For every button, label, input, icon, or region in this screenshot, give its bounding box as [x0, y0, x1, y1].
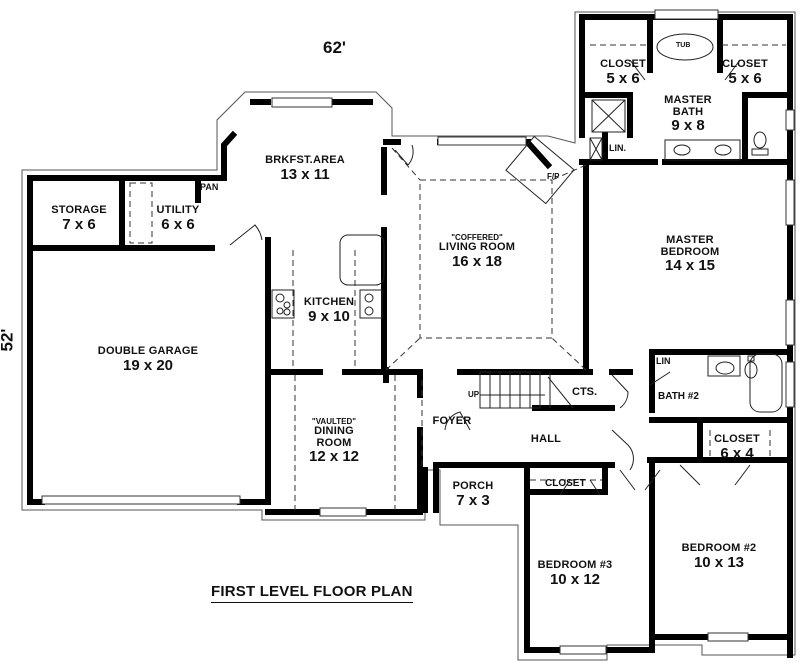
room-bedroom3: BEDROOM #3 10 x 12 [537, 559, 613, 588]
room-name: BRKFST.AREA [265, 154, 345, 166]
room-closet-master-right: CLOSET 5 x 6 [722, 58, 768, 87]
tub-label: TUB [676, 42, 691, 49]
room-dining-room: "VAULTED" DINING ROOM 12 x 12 [308, 417, 360, 466]
room-porch: PORCH 7 x 3 [452, 480, 494, 509]
room-name: MASTER [664, 94, 712, 106]
tub-fixture [656, 33, 714, 61]
room-kitchen: KITCHEN 9 x 10 [303, 296, 355, 325]
room-name: LIVING ROOM [438, 241, 516, 254]
room-note: "VAULTED" [311, 417, 357, 426]
room-master-bedroom: MASTER BEDROOM 14 x 15 [660, 234, 720, 275]
room-name: BEDROOM #2 [681, 542, 757, 554]
room-dim: 12 x 12 [308, 448, 360, 466]
fireplace-label: F/P [547, 172, 560, 181]
room-dim: 10 x 12 [549, 570, 601, 588]
room-name: CLOSET [714, 433, 760, 445]
overall-depth-label: 52' [0, 328, 17, 352]
room-closet-bed2: CLOSET 6 x 4 [714, 433, 760, 462]
room-name: MASTER [666, 234, 714, 246]
room-cts: CTS. [572, 386, 598, 398]
room-name: DINING [314, 425, 354, 438]
stairs [479, 371, 574, 409]
room-dim: 5 x 6 [728, 69, 762, 87]
room-dim: 5 x 6 [606, 69, 640, 87]
room-dim: 7 x 3 [456, 491, 490, 509]
room-name: CLOSET [600, 58, 646, 70]
room-dim: 7 x 6 [62, 215, 96, 233]
room-dim: 16 x 18 [451, 252, 503, 270]
stairs-up-label: UP [468, 390, 480, 399]
dashed-features [129, 44, 786, 510]
room-utility: UTILITY 6 x 6 [156, 204, 200, 233]
room-name: UTILITY [156, 204, 200, 216]
room-name: CLOSET [722, 58, 768, 70]
room-name: ROOM [316, 436, 352, 449]
room-closet-bed3: CLOSET [545, 478, 586, 489]
room-pantry: PAN [200, 182, 219, 192]
room-note: "COFFERED" [451, 233, 503, 242]
room-bedroom2: BEDROOM #2 10 x 13 [681, 542, 757, 571]
plan-title: FIRST LEVEL FLOOR PLAN [211, 583, 413, 603]
room-linen-master: LIN. [609, 143, 626, 153]
room-storage: STORAGE 7 x 6 [51, 204, 107, 233]
room-foyer: FOYER [432, 415, 472, 428]
room-dim: 9 x 10 [308, 307, 350, 325]
room-name: BEDROOM #3 [537, 559, 613, 571]
room-dim: 6 x 4 [720, 444, 754, 462]
room-name: BEDROOM [660, 245, 720, 258]
room-name: HALL [530, 433, 562, 445]
room-name: BATH [672, 105, 704, 118]
room-dim: 6 x 6 [161, 215, 195, 233]
room-name: PORCH [452, 480, 494, 492]
room-bath2: BATH #2 [658, 391, 699, 402]
room-dim: 9 x 8 [671, 117, 705, 135]
room-dim: 19 x 20 [122, 356, 174, 374]
room-name: DOUBLE GARAGE [97, 345, 199, 357]
fixtures [271, 33, 783, 413]
room-dim: 10 x 13 [693, 553, 745, 571]
room-name: KITCHEN [303, 296, 355, 308]
room-linen-bath2: LIN [656, 356, 671, 366]
room-name: FOYER [432, 415, 472, 427]
windows [41, 9, 795, 655]
room-dim: 14 x 15 [664, 257, 716, 275]
room-double-garage: DOUBLE GARAGE 19 x 20 [97, 345, 199, 374]
room-hall: HALL [530, 433, 562, 446]
door-swings [229, 59, 751, 496]
room-master-bath: MASTER BATH 9 x 8 [664, 94, 712, 135]
room-closet-master-left: CLOSET 5 x 6 [600, 58, 646, 87]
overall-width-label: 62' [323, 38, 346, 57]
room-living-room: "COFFERED" LIVING ROOM 16 x 18 [438, 233, 516, 270]
room-breakfast-area: BRKFST.AREA 13 x 11 [265, 154, 345, 183]
room-name: STORAGE [51, 204, 107, 216]
room-dim: 13 x 11 [280, 165, 330, 183]
